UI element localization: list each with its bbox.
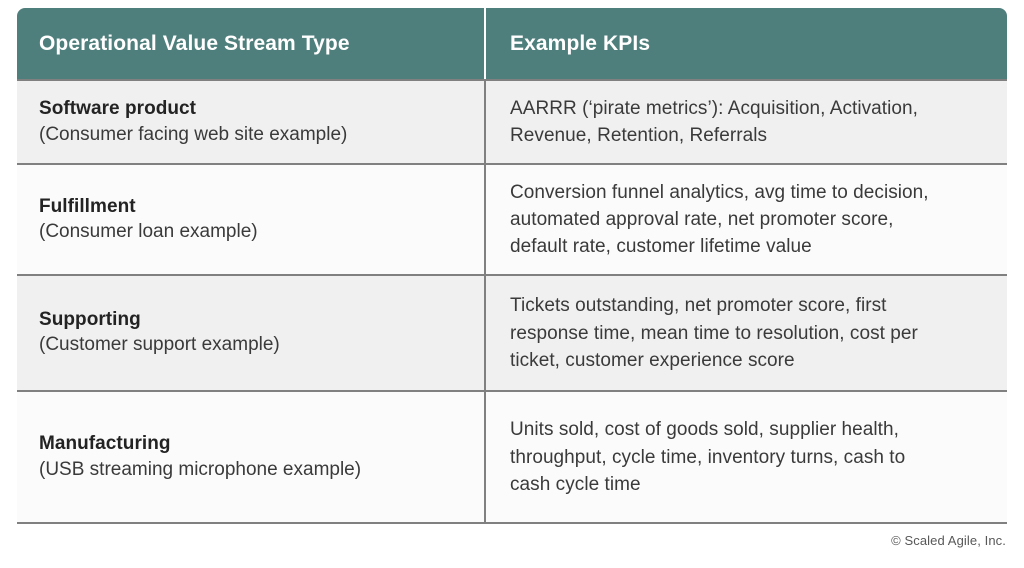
cell-example-kpis: AARRR (‘pirate metrics’): Acquisition, A…	[486, 79, 1007, 164]
table-row: Manufacturing (USB streaming microphone …	[17, 390, 1007, 524]
table-body: Software product (Consumer facing web si…	[17, 79, 1007, 524]
cell-value-stream-type: Manufacturing (USB streaming microphone …	[17, 390, 486, 524]
table-header-row: Operational Value Stream Type Example KP…	[17, 8, 1007, 79]
column-header-value-stream-type: Operational Value Stream Type	[17, 8, 486, 79]
cell-example-kpis: Conversion funnel analytics, avg time to…	[486, 163, 1007, 274]
value-stream-type-title: Fulfillment	[39, 195, 136, 217]
value-stream-type-subtitle: (Consumer loan example)	[39, 220, 258, 242]
table-header: Operational Value Stream Type Example KP…	[17, 8, 1007, 79]
table-row: Fulfillment (Consumer loan example) Conv…	[17, 163, 1007, 274]
example-kpis-text: Tickets outstanding, net promoter score,…	[510, 295, 918, 371]
value-stream-type-subtitle: (Customer support example)	[39, 334, 280, 356]
operational-value-stream-kpi-table: Operational Value Stream Type Example KP…	[17, 8, 1007, 524]
example-kpis-text: AARRR (‘pirate metrics’): Acquisition, A…	[510, 98, 918, 147]
example-kpis-text: Units sold, cost of goods sold, supplier…	[510, 419, 906, 495]
cell-value-stream-type: Fulfillment (Consumer loan example)	[17, 163, 486, 274]
table-row: Software product (Consumer facing web si…	[17, 79, 1007, 164]
value-stream-type-title: Supporting	[39, 309, 141, 331]
copyright-notice: © Scaled Agile, Inc.	[891, 533, 1006, 548]
example-kpis-text: Conversion funnel analytics, avg time to…	[510, 181, 929, 258]
value-stream-type-title: Software product	[39, 98, 197, 120]
table-row: Supporting (Customer support example) Ti…	[17, 273, 1007, 391]
cell-value-stream-type: Software product (Consumer facing web si…	[17, 79, 486, 164]
column-header-example-kpis: Example KPIs	[486, 8, 1007, 79]
cell-value-stream-type: Supporting (Customer support example)	[17, 273, 486, 391]
value-stream-type-subtitle: (USB streaming microphone example)	[39, 458, 362, 480]
value-stream-type-subtitle: (Consumer facing web site example)	[39, 123, 348, 145]
value-stream-type-title: Manufacturing	[39, 433, 171, 455]
cell-example-kpis: Units sold, cost of goods sold, supplier…	[486, 390, 1007, 524]
cell-example-kpis: Tickets outstanding, net promoter score,…	[486, 273, 1007, 391]
